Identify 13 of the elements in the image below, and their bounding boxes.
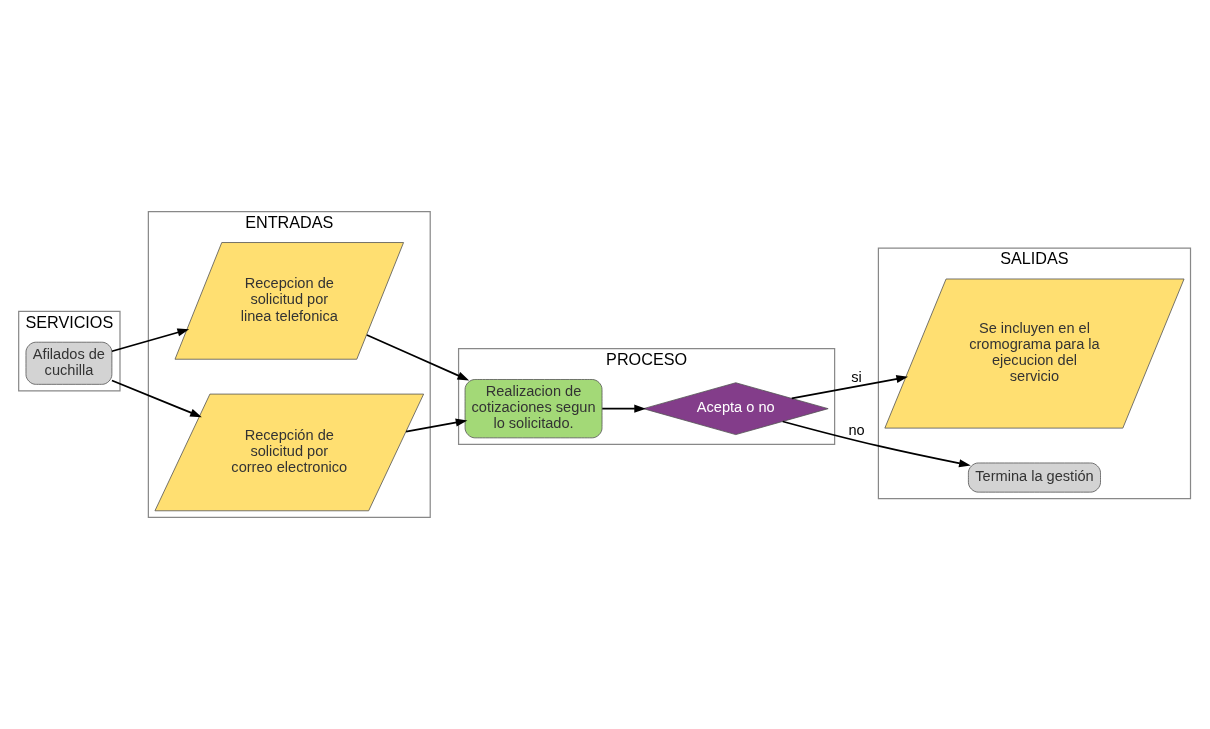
node-box: Realizacion de cotizaciones segun lo solicitado. xyxy=(464,379,603,439)
arrow xyxy=(601,404,646,413)
arrow xyxy=(111,379,202,418)
node-box: Termina la gestión xyxy=(968,462,1101,493)
edge-label: si xyxy=(851,369,862,386)
arrow xyxy=(111,328,190,353)
arrow xyxy=(405,418,468,433)
edge-label: no xyxy=(848,421,865,438)
arrow xyxy=(366,334,470,381)
arrow xyxy=(781,420,971,468)
arrow xyxy=(790,374,909,400)
node-diamond: Acepta o no xyxy=(642,382,829,435)
node-box: Afilados de cuchilla xyxy=(25,341,113,385)
